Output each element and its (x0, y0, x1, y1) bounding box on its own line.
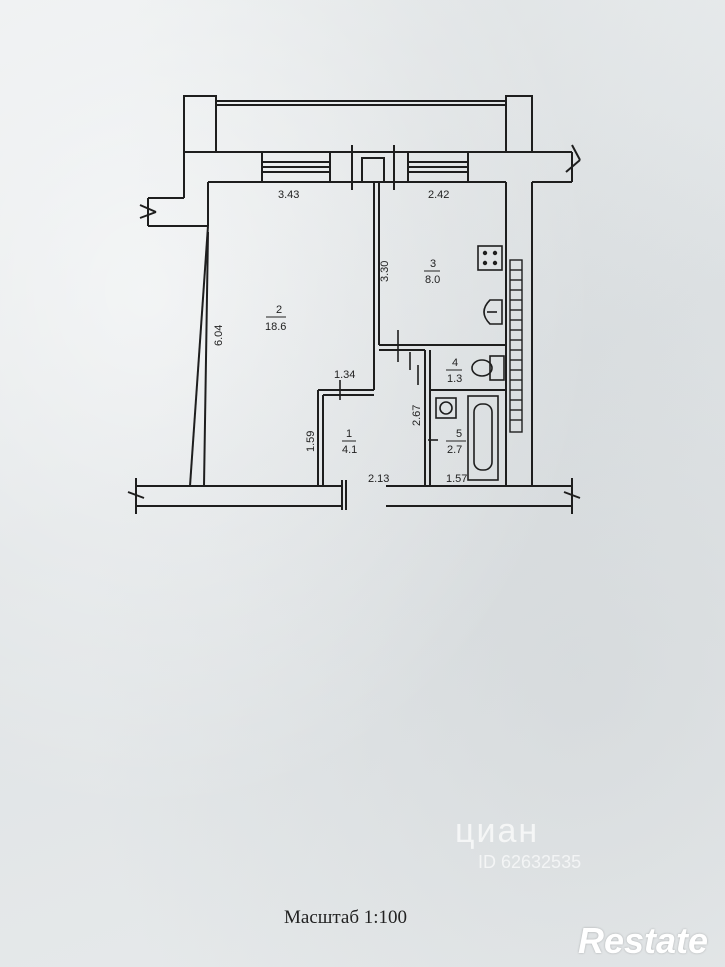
svg-text:2: 2 (276, 304, 282, 316)
radiator (509, 259, 523, 433)
svg-text:1.3: 1.3 (447, 373, 462, 385)
dim-bath-partition: 2.67 (411, 405, 423, 426)
dim-bath-width: 1.57 (446, 473, 467, 485)
window-kitchen (407, 151, 469, 183)
kitchen-sink (483, 299, 503, 325)
door-marks (339, 330, 438, 441)
dim-living-depth: 6.04 (213, 325, 225, 346)
stove (477, 245, 503, 271)
room-label-1: 1 4.1 (342, 428, 357, 456)
cian-watermark-logo: циан (455, 812, 540, 850)
bottom-wall (127, 478, 581, 514)
svg-text:5: 5 (456, 428, 462, 440)
balcony (183, 95, 533, 153)
stove-burners (482, 250, 498, 266)
svg-text:2.7: 2.7 (447, 444, 462, 456)
svg-text:4.1: 4.1 (342, 444, 357, 456)
room-label-4: 4 1.3 (446, 357, 462, 385)
room-label-3: 3 8.0 (424, 258, 440, 286)
partitions (317, 182, 506, 486)
right-wall (505, 182, 533, 486)
dim-living-width: 3.43 (278, 189, 299, 201)
svg-text:18.6: 18.6 (265, 321, 286, 333)
bathroom-sink (435, 397, 457, 419)
top-wall (148, 144, 581, 199)
svg-text:1: 1 (346, 428, 352, 440)
svg-text:8.0: 8.0 (425, 274, 440, 286)
dim-hall-height: 1.59 (305, 431, 317, 452)
dim-kitchen-width: 2.42 (428, 189, 449, 201)
dim-hall-width: 2.13 (368, 473, 389, 485)
svg-text:4: 4 (452, 357, 458, 369)
scale-label: Масштаб 1:100 (284, 907, 408, 928)
cian-watermark-id: ID 62632535 (478, 852, 582, 872)
window-living (261, 151, 331, 183)
toilet (471, 355, 505, 381)
room-label-5: 5 2.7 (446, 428, 466, 456)
dim-hall-step: 1.34 (334, 369, 355, 381)
left-wall (139, 182, 209, 487)
dim-kitchen-depth: 3.30 (379, 261, 391, 282)
restate-logo: Restate (578, 920, 709, 961)
svg-text:3: 3 (430, 258, 436, 270)
room-label-2: 2 18.6 (265, 304, 286, 333)
bathtub (467, 395, 499, 481)
